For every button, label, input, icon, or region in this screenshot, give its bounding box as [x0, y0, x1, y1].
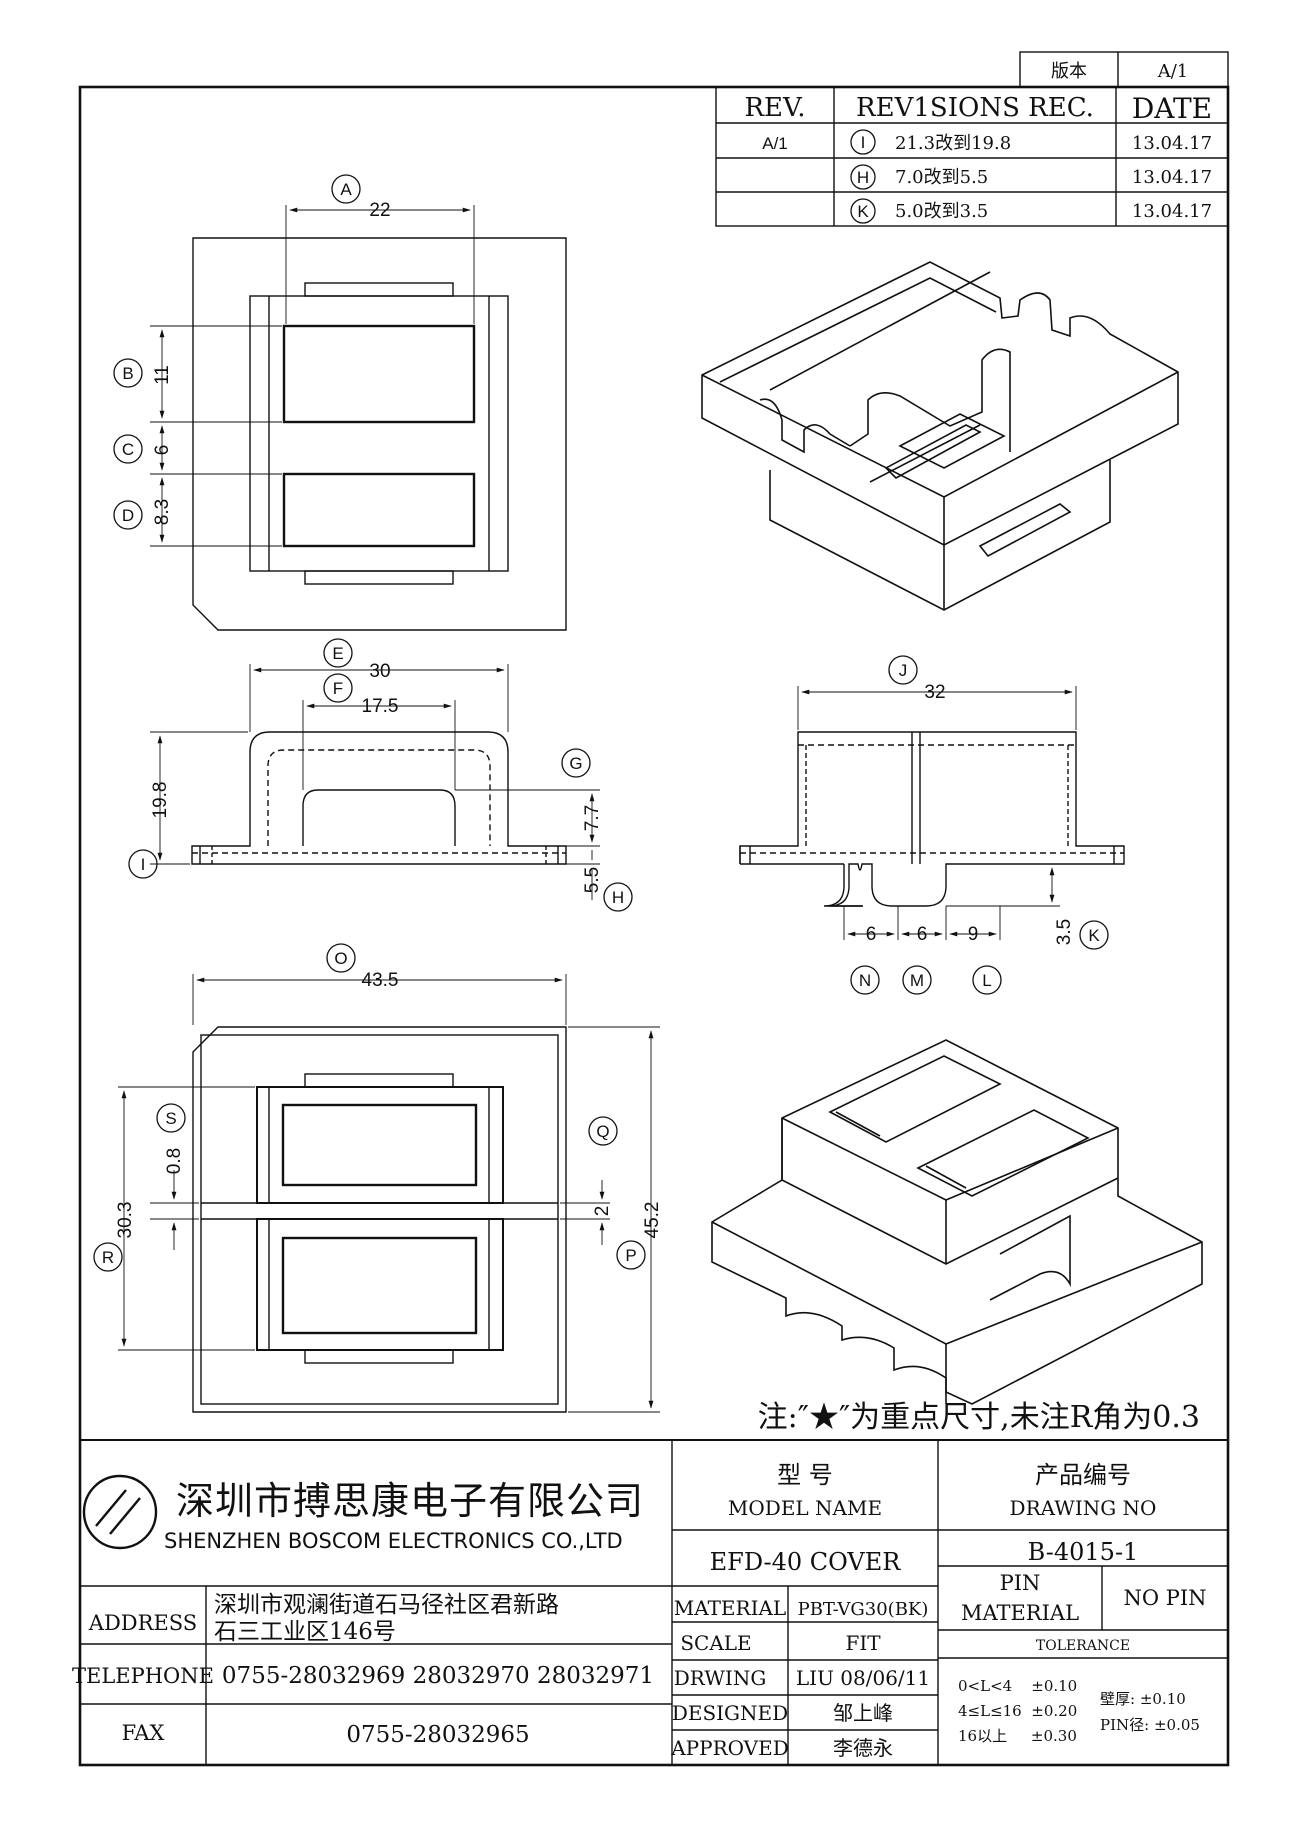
isometric-view-bottom — [711, 1039, 1203, 1405]
pin-diameter-tol: PIN径: ±0.05 — [1100, 1716, 1200, 1734]
dim-L-value: 9 — [968, 924, 979, 945]
dim-K-label: K — [1088, 926, 1100, 945]
tol-row-3: 16以上 ±0.30 — [958, 1727, 1077, 1745]
drawing-no-en: DRAWING NO — [1010, 1496, 1157, 1520]
model-name-en: MODEL NAME — [728, 1496, 882, 1520]
approved-label: APPROVED — [670, 1736, 789, 1760]
tol-row-1: 0<L<4 ±0.10 — [958, 1677, 1077, 1695]
dim-O-value: 43.5 — [362, 970, 399, 991]
dim-E-label: E — [332, 644, 343, 663]
dim-J-label: J — [899, 661, 908, 680]
version-label: 版本 — [1051, 61, 1087, 82]
fax-value: 0755-28032965 — [346, 1722, 529, 1748]
dim-H-label: H — [612, 888, 624, 907]
front-view — [150, 664, 600, 900]
dim-R-value: 30.3 — [115, 1202, 136, 1239]
company-name-cn: 深圳市搏思康电子有限公司 — [176, 1479, 644, 1523]
model-name-cn: 型 号 — [777, 1461, 833, 1489]
company-name-en: SHENZHEN BOSCOM ELECTRONICS CO.,LTD — [164, 1529, 623, 1553]
rev-row-2-text: 7.0改到5.5 — [895, 167, 988, 188]
dim-A-value: 22 — [369, 200, 390, 221]
approved-value: 李德永 — [833, 1736, 893, 1760]
dim-S-value: 0.8 — [164, 1148, 185, 1174]
rev-mark-1: I — [861, 133, 866, 152]
rev-row-1-text: 21.3改到19.8 — [895, 133, 1011, 154]
rev-row-1-date: 13.04.17 — [1132, 133, 1212, 154]
dim-S-label: S — [165, 1109, 176, 1128]
dim-P-value: 45.2 — [642, 1202, 663, 1239]
dimension-markers — [93, 129, 1109, 1272]
dim-N-value: 6 — [866, 924, 877, 945]
pin-label-2: MATERIAL — [961, 1601, 1079, 1625]
dim-E-value: 30 — [369, 661, 390, 682]
isometric-view-top — [701, 261, 1179, 611]
dim-L-label: L — [982, 971, 991, 990]
revisions-table — [715, 86, 1229, 227]
rev-mark-3: K — [857, 202, 869, 221]
version-value: A/1 — [1157, 61, 1189, 82]
tol-row-2: 4≤L≤16 ±0.20 — [958, 1702, 1077, 1720]
dim-A-label: A — [340, 180, 352, 199]
dim-M-label: M — [910, 971, 924, 990]
dim-Q-value: 2 — [592, 1206, 613, 1217]
revisions-header: REV1SIONS REC. — [856, 93, 1094, 123]
rev-row-3-text: 5.0改到3.5 — [895, 201, 988, 222]
drawing-no-value: B-4015-1 — [1028, 1538, 1139, 1566]
dim-B-label: B — [122, 364, 133, 383]
dim-C-value: 6 — [152, 445, 173, 456]
side-view — [739, 686, 1125, 940]
dim-R-label: R — [102, 1248, 114, 1267]
dim-D-label: D — [122, 506, 134, 525]
dim-D-value: 8.3 — [152, 499, 173, 525]
telephone-value: 0755-28032969 28032970 28032971 — [222, 1663, 654, 1689]
drawing-border — [78, 85, 1230, 1767]
material-value: PBT-VG30(BK) — [798, 1599, 929, 1620]
telephone-label: TELEPHONE — [72, 1664, 214, 1688]
address-label: ADDRESS — [88, 1611, 197, 1635]
material-label: MATERIAL — [674, 1596, 786, 1620]
dim-I-label: I — [141, 855, 146, 874]
wall-thickness-tol: 壁厚: ±0.10 — [1100, 1690, 1186, 1708]
bottom-view — [118, 974, 660, 1413]
model-value: EFD-40 COVER — [710, 1548, 902, 1576]
drawing-no-cn: 产品编号 — [1035, 1461, 1131, 1489]
drwing-label: DRWING — [674, 1666, 767, 1690]
dim-K-value: 3.5 — [1054, 919, 1075, 945]
address-line2: 石三工业区146号 — [214, 1619, 396, 1645]
dim-I-value: 19.8 — [150, 782, 171, 819]
title-block — [80, 1439, 1228, 1765]
pin-label-1: PIN — [1000, 1571, 1041, 1595]
dim-O-label: O — [334, 949, 347, 968]
dim-H-value: 5.5 — [582, 867, 603, 893]
dim-N-label: N — [859, 971, 871, 990]
dim-G-value: 7.7 — [582, 805, 603, 831]
scale-label: SCALE — [680, 1631, 751, 1655]
dim-P-label: P — [625, 1246, 636, 1265]
address-line1: 深圳市观澜街道石马径社区君新路 — [214, 1592, 559, 1618]
designed-label: DESIGNED — [672, 1701, 788, 1725]
dim-J-value: 32 — [924, 682, 945, 703]
rev-mark-2: H — [857, 168, 869, 187]
rev-row-1-rev: A/1 — [762, 134, 788, 153]
dim-F-label: F — [333, 679, 343, 698]
dim-F-value: 17.5 — [362, 696, 399, 717]
pin-value: NO PIN — [1123, 1586, 1206, 1610]
rev-header: REV. — [744, 93, 805, 123]
dim-C-label: C — [122, 440, 134, 459]
scale-value: FIT — [845, 1631, 881, 1655]
rev-row-2-date: 13.04.17 — [1132, 167, 1212, 188]
drawing-note: 注:″★″为重点尺寸,未注R角为0.3 — [758, 1400, 1200, 1435]
dim-M-value: 6 — [917, 924, 928, 945]
designed-value: 邹上峰 — [833, 1701, 893, 1725]
date-header: DATE — [1132, 92, 1212, 125]
dim-Q-label: Q — [596, 1122, 609, 1141]
drwing-value: LIU 08/06/11 — [796, 1666, 930, 1690]
tolerance-label: TOLERANCE — [1036, 1638, 1130, 1654]
rev-row-3-date: 13.04.17 — [1132, 201, 1212, 222]
top-view — [150, 205, 567, 631]
fax-label: FAX — [122, 1721, 165, 1745]
dim-G-label: G — [569, 754, 582, 773]
dim-B-value: 11 — [152, 365, 173, 385]
